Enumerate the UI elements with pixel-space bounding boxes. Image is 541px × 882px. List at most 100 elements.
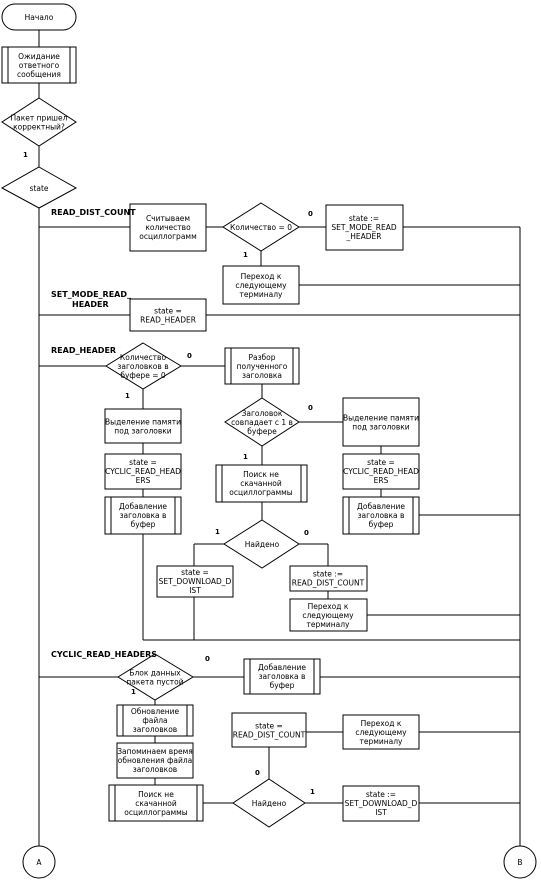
edge-hdr-count-yes-label: 1	[125, 392, 130, 400]
edge-match-no-label: 0	[308, 404, 313, 412]
add-header-block-3	[243, 658, 321, 695]
hdr-match-label: Заголовок	[242, 409, 283, 418]
search-dl-1-label: осциллограммы	[229, 488, 292, 497]
next-term-2-label: следующему	[302, 611, 354, 620]
cyclic-state-right-block	[342, 453, 420, 490]
alloc-right-block	[342, 397, 420, 447]
next-terminal-block-1	[222, 265, 300, 305]
connector-lines	[38, 30, 521, 848]
st-cyclic-left-label: ERS	[136, 476, 151, 485]
st-cyclic-left-label: CYCLIC_READ_HEAD	[105, 467, 181, 476]
add-hdr-left-label: буфер	[131, 520, 156, 529]
found-1-label: Найдено	[245, 540, 280, 549]
st-cyclic-right-label: ERS	[374, 476, 389, 485]
read-dist-state-block-1	[289, 565, 368, 592]
branch-set-mode-2-label: HEADER	[72, 300, 109, 309]
remember-time-block	[116, 742, 194, 779]
edge-empty-yes-label: 1	[131, 688, 136, 696]
read-count-block	[129, 203, 207, 252]
add-hdr-3-label: Добавление	[258, 663, 306, 672]
add-hdr-3-label: заголовка в	[259, 672, 306, 681]
hdr-match-label: совпадает с 1 в	[231, 418, 293, 427]
alloc-right-label: Выделение памяти	[343, 414, 419, 423]
st-set-mode-label: state :=	[349, 214, 379, 223]
state-label: state	[30, 184, 49, 193]
read-count-label: количество	[145, 223, 191, 232]
parse-header-block	[224, 347, 300, 385]
edge-found2-no-label: 0	[255, 769, 260, 777]
search-dl-2-label: осциллограммы	[124, 808, 187, 817]
search-dl-2-label: Поиск не	[138, 790, 174, 799]
update-file-label: Обновление	[131, 707, 180, 716]
read-header-state-block	[129, 298, 207, 332]
update-file-label: заголовков	[133, 725, 177, 734]
add-header-right-block	[342, 496, 420, 535]
alloc-left-label: под заголовки	[114, 427, 172, 436]
hdr-count-zero-label: буфере = 0	[120, 371, 166, 380]
edge-count-yes-label: 1	[243, 251, 248, 259]
start-label: Начало	[25, 13, 54, 22]
st-cyclic-left-label: state =	[129, 458, 157, 467]
remember-time-label: заголовков	[133, 765, 177, 774]
alloc-left-label: Выделение памяти	[105, 418, 181, 427]
read-count-label: Считываем	[146, 214, 190, 223]
st-read-header-label: READ_HEADER	[140, 316, 196, 325]
found-decision-2	[232, 778, 306, 828]
next-term-2-label: Переход к	[308, 602, 349, 611]
st-set-dl-1-label: state =	[181, 568, 209, 577]
hdr-count-zero-label: заголовков в	[117, 362, 168, 371]
state-decision	[0, 166, 78, 209]
edge-found2-yes-label: 1	[310, 788, 315, 796]
st-read-dist-2-label: state =	[255, 722, 283, 731]
add-hdr-right-label: Добавление	[357, 502, 405, 511]
read-dist-state-block-2	[231, 712, 307, 748]
next-term-3-label: следующему	[355, 728, 407, 737]
connector-a	[22, 845, 56, 879]
st-set-mode-label: _HEADER	[346, 232, 382, 241]
add-header-left-block	[104, 496, 182, 535]
edge-found1-no-label: 0	[304, 529, 309, 537]
next-term-3-label: Переход к	[361, 719, 402, 728]
next-term-1-label: терминалу	[239, 290, 283, 299]
st-cyclic-right-label: state =	[367, 458, 395, 467]
hdr-match-label: буфере	[247, 427, 277, 436]
edge-found1-yes-label: 1	[215, 528, 220, 536]
branch-read-dist-count-label: READ_DIST_COUNT	[51, 208, 136, 217]
edge-packet-yes-label: 1	[23, 151, 28, 159]
update-file-block	[116, 704, 194, 737]
set-download-state-block-1	[156, 565, 234, 598]
add-hdr-left-label: заголовка в	[120, 511, 167, 520]
st-read-dist-1-label: READ_DIST_COUNT	[292, 579, 365, 588]
block-empty-label: пакета пустой	[126, 678, 183, 687]
st-set-dl-2-label: IST	[375, 808, 387, 817]
count-zero-decision	[222, 202, 300, 252]
block-empty-label: Блок данных	[129, 669, 181, 678]
update-file-label: файла	[142, 716, 167, 725]
count-zero-label: Количество = 0	[230, 223, 292, 232]
edge-match-yes-label: 1	[243, 453, 248, 461]
found-2-label: Найдено	[252, 799, 287, 808]
edge-count-no-label: 0	[308, 210, 313, 218]
next-term-1-label: следующему	[235, 281, 287, 290]
start-terminator	[1, 3, 77, 31]
branch-labels: READ_DIST_COUNT SET_MODE_READ_HEADER READ_…	[51, 208, 157, 659]
next-term-2-label: терминалу	[306, 620, 350, 629]
packet-ok-label: Пакет пришел	[11, 114, 68, 123]
flowchart-shapes	[0, 3, 537, 879]
found-decision-1	[223, 519, 300, 569]
search-dl-1-label: скачанной	[240, 479, 282, 488]
set-download-state-block-2	[342, 785, 420, 822]
alloc-left-block	[104, 408, 182, 444]
conn-a-label: A	[36, 858, 42, 867]
wait-label: Ожидание	[18, 52, 60, 61]
remember-time-label: Запоминаем время	[117, 747, 193, 756]
wait-label: ответного	[19, 61, 60, 70]
next-terminal-block-3	[342, 714, 420, 750]
branch-set-mode-1-label: SET_MODE_READ_	[51, 290, 131, 299]
parse-hdr-label: заголовка	[242, 371, 282, 380]
branch-read-header-label: READ_HEADER	[51, 346, 116, 355]
st-read-header-label: state =	[154, 307, 182, 316]
st-set-dl-1-label: SET_DOWNLOAD_D	[159, 577, 232, 586]
